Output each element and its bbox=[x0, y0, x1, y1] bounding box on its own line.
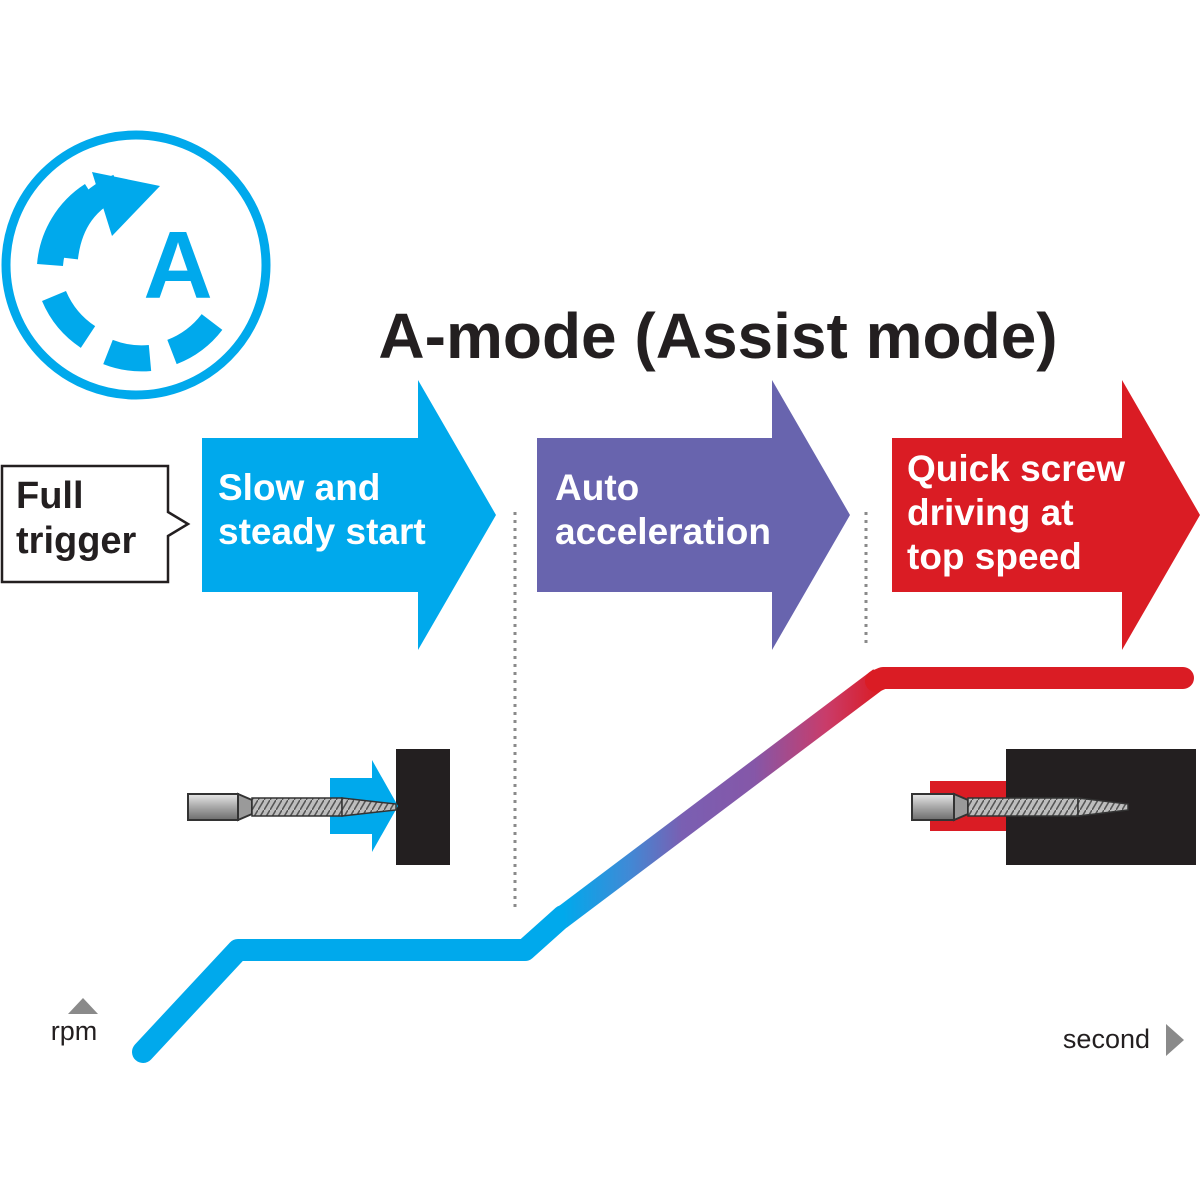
y-axis-indicator: rpm bbox=[51, 998, 98, 1046]
x-axis-indicator: second bbox=[1063, 1024, 1184, 1056]
up-triangle-icon bbox=[68, 998, 98, 1014]
page-title: A-mode (Assist mode) bbox=[378, 300, 1057, 372]
stage-arrow-quick: Quick screw driving at top speed bbox=[892, 380, 1200, 650]
x-axis-label: second bbox=[1063, 1024, 1150, 1054]
assist-mode-logo: A bbox=[1, 130, 271, 400]
logo-ring bbox=[1, 130, 271, 400]
full-trigger-callout: Full trigger bbox=[0, 464, 191, 584]
right-triangle-icon bbox=[1166, 1024, 1184, 1056]
stage-auto-line-1: Auto bbox=[555, 467, 639, 508]
stage-quick-line-1: Quick screw bbox=[907, 448, 1125, 489]
screwdriver-screw-fully-inserted-icon bbox=[911, 749, 1196, 865]
stage-arrow-auto: Auto acceleration bbox=[537, 380, 850, 650]
logo-letter: A bbox=[143, 212, 212, 319]
rpm-curve bbox=[132, 667, 1194, 1063]
material-block bbox=[396, 749, 450, 865]
rpm-curve-acceleration bbox=[553, 669, 887, 928]
rpm-curve-slow bbox=[132, 905, 574, 1063]
y-axis-label: rpm bbox=[51, 1016, 98, 1046]
rpm-curve-top-speed bbox=[865, 667, 1194, 692]
stage-arrow-slow: Slow and steady start bbox=[202, 380, 496, 650]
rotating-arrow-a-icon: A bbox=[37, 172, 223, 372]
callout-line-1: Full bbox=[16, 475, 84, 517]
stage-quick-line-2: driving at bbox=[907, 492, 1074, 533]
stage-slow-line-1: Slow and bbox=[218, 467, 380, 508]
screwdriver-screw-partially-inserted-icon bbox=[187, 749, 450, 865]
stage-slow-line-2: steady start bbox=[218, 511, 426, 552]
callout-line-2: trigger bbox=[16, 520, 137, 562]
stage-quick-line-3: top speed bbox=[907, 536, 1082, 577]
stage-auto-line-2: acceleration bbox=[555, 511, 771, 552]
